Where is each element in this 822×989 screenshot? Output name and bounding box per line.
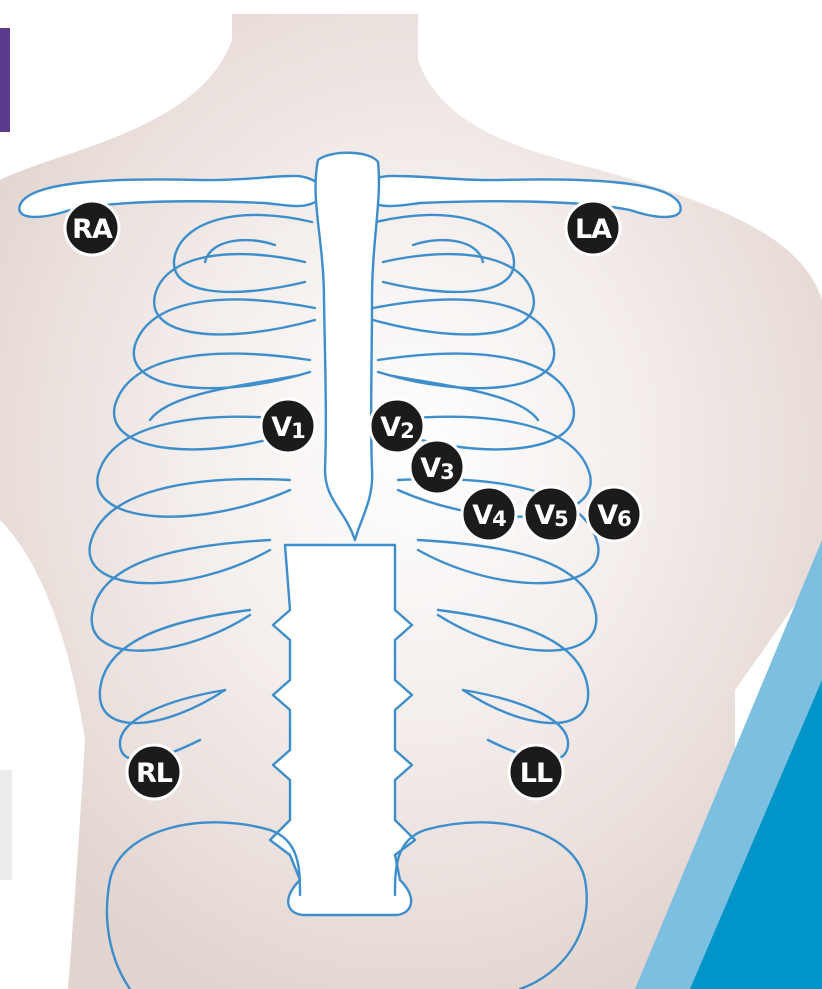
- electrode-v3: V3: [410, 440, 464, 494]
- electrode-rl: RL: [127, 745, 181, 799]
- electrode-la: LA: [566, 201, 620, 255]
- electrode-v1: V1: [261, 399, 315, 453]
- svg-text:LL: LL: [520, 758, 553, 789]
- grey-side-panel: [0, 770, 12, 880]
- electrode-ll: LL: [509, 745, 563, 799]
- electrode-v6: V6: [587, 487, 641, 541]
- electrode-v2: V2: [370, 399, 424, 453]
- electrode-v5: V5: [524, 487, 578, 541]
- sternum: [316, 153, 379, 540]
- purple-accent-bar: [0, 28, 10, 132]
- svg-text:LA: LA: [575, 214, 612, 245]
- electrode-ra: RA: [65, 201, 119, 255]
- spine: [270, 545, 415, 915]
- svg-text:RL: RL: [136, 758, 173, 789]
- svg-text:RA: RA: [72, 214, 113, 245]
- electrode-v4: V4: [462, 487, 516, 541]
